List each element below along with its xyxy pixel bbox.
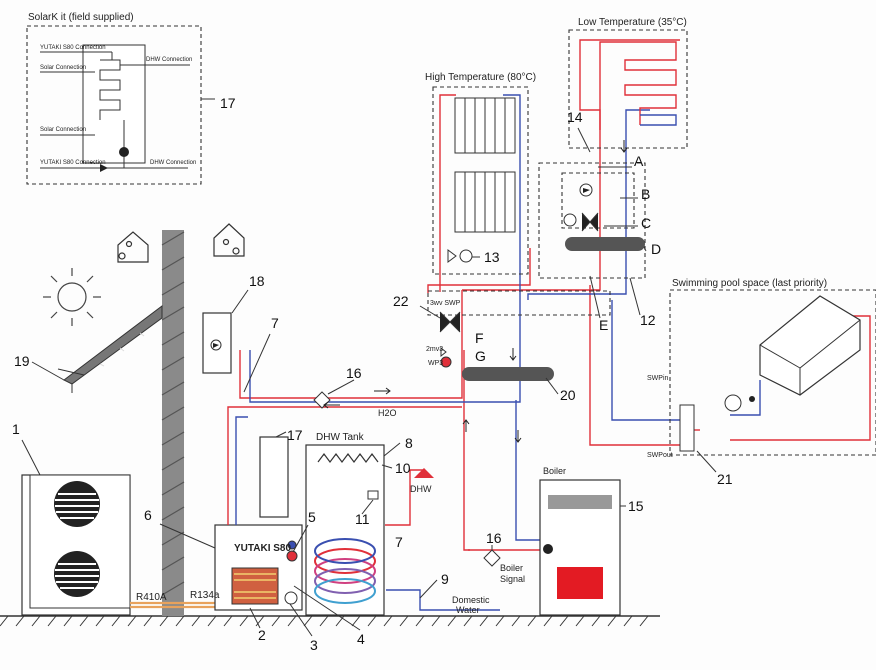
callout-8: 8 [405, 435, 413, 451]
yutaki-label: YUTAKI S80 [234, 543, 291, 554]
solar-kit-dhw-top: DHW Connection [146, 57, 192, 63]
callout-15: 15 [628, 498, 644, 514]
letter-f: F [475, 330, 484, 346]
callout-20: 20 [560, 387, 576, 403]
solar-kit-solar-top: Solar Connection [40, 65, 86, 71]
callout-14: 14 [567, 109, 583, 125]
solar-kit-dhw-bottom: DHW Connection [150, 160, 196, 166]
h2o-label: H2O [378, 408, 397, 418]
r410a-label: R410A [136, 592, 167, 603]
domestic-water-1: Domestic [452, 595, 490, 605]
solar-kit-title: SolarK it (field supplied) [28, 12, 134, 23]
three-way-valve [427, 290, 611, 333]
r134a-label: R134a [190, 590, 220, 601]
swp-in-label: SWPin [647, 375, 669, 382]
three-way-valve-label: 3wv SWP [430, 300, 461, 307]
flow-arrows [323, 140, 628, 443]
callout-19: 19 [14, 353, 30, 369]
dhw-tank [305, 444, 385, 616]
callout-18: 18 [249, 273, 265, 289]
high-temp-title: High Temperature (80°C) [425, 72, 536, 83]
dhw-label: DHW [410, 484, 432, 494]
boiler [539, 479, 621, 616]
outdoor-unit [21, 474, 131, 616]
mixing-group [538, 162, 646, 279]
callout-17a: 17 [220, 95, 236, 111]
domestic-water-2: Water [456, 605, 480, 615]
high-temperature-zone [432, 86, 529, 275]
solar-pump-station [202, 312, 232, 374]
buffer-d [565, 237, 645, 251]
callout-11: 11 [355, 511, 370, 527]
callout-3: 3 [310, 637, 318, 653]
callout-22: 22 [393, 293, 409, 309]
boiler-signal-2: Signal [500, 574, 525, 584]
ground [0, 615, 660, 627]
solar-kit-yutaki-bottom: YUTAKI S80 Connection [40, 160, 106, 166]
yutaki-indoor-unit [214, 524, 303, 611]
callout-16b: 16 [486, 530, 502, 546]
callout-9: 9 [441, 571, 449, 587]
solar-kit-yutaki-top: YUTAKI S80 Connection [40, 45, 106, 51]
boiler-signal-1: Boiler [500, 563, 523, 573]
callout-5: 5 [308, 509, 316, 525]
sun-icon [43, 268, 101, 326]
callout-7b: 7 [395, 534, 403, 550]
letter-a: A [634, 153, 644, 169]
letter-b: B [641, 186, 650, 202]
low-temp-title: Low Temperature (35°C) [578, 17, 687, 28]
callout-2: 2 [258, 627, 266, 643]
boiler-label: Boiler [543, 466, 566, 476]
callout-12: 12 [640, 312, 656, 328]
swp-out-label: SWPout [647, 452, 673, 459]
wp3-label: WP3 [428, 360, 443, 367]
pool-zone [669, 289, 876, 456]
solar-kit-solar-bottom: Solar Connection [40, 127, 86, 133]
low-temperature-zone [568, 29, 688, 149]
pump-g [440, 346, 452, 368]
letter-e: E [599, 317, 608, 333]
outside-house-icon [117, 231, 149, 263]
callout-13: 13 [484, 249, 500, 265]
dhw-tank-label: DHW Tank [316, 432, 365, 443]
inside-house-icon [213, 223, 245, 257]
pool-zone-title: Swimming pool space (last priority) [672, 278, 827, 289]
pipes-hot [227, 39, 871, 551]
callout-17b: 17 [287, 427, 303, 443]
callout-4: 4 [357, 631, 365, 647]
callout-10: 10 [395, 460, 411, 476]
callout-7a: 7 [271, 315, 279, 331]
callout-21: 21 [717, 471, 733, 487]
callout-1: 1 [12, 421, 20, 437]
solar-kit-tank [259, 436, 289, 518]
dhw-tap [414, 468, 434, 478]
letter-c: C [641, 215, 651, 231]
letter-d: D [651, 241, 661, 257]
callout-16a: 16 [346, 365, 362, 381]
letter-g: G [475, 348, 486, 364]
pipes-cold [235, 94, 761, 611]
callout-6: 6 [144, 507, 152, 523]
twomv-label: 2mv3 [426, 346, 443, 353]
house-wall [161, 230, 185, 616]
buffer-tank [462, 367, 554, 381]
solar-kit-inset [26, 25, 215, 185]
solar-panel [63, 304, 163, 393]
